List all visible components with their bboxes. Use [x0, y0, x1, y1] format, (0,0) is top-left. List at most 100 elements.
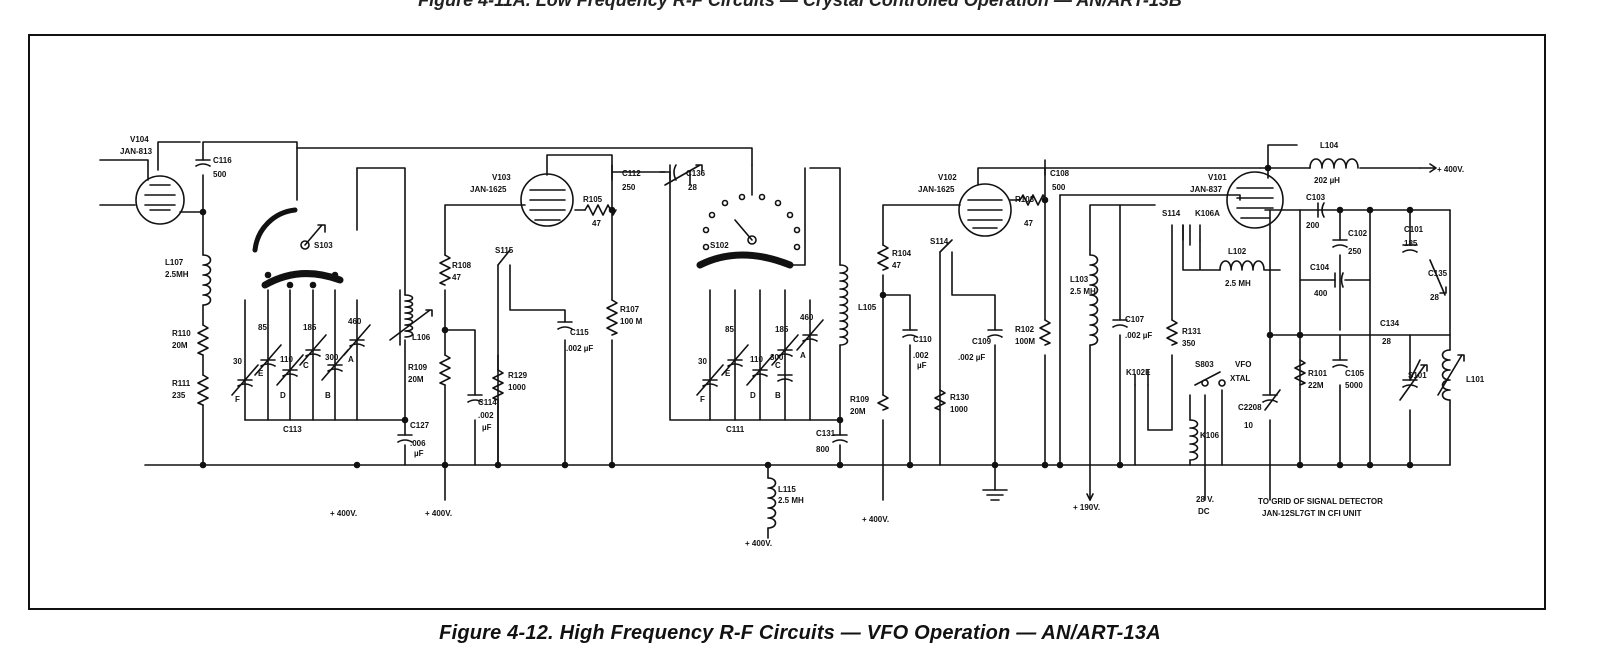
label-plus400-e: + 400V.: [1437, 165, 1464, 174]
label-r111: R111: [172, 379, 191, 388]
figure-caption: Figure 4-12. High Frequency R-F Circuits…: [439, 622, 1161, 644]
label-v102: V102: [938, 173, 957, 182]
label-r130-val: 1000: [950, 405, 968, 414]
label-l107-val: 2.5MH: [165, 270, 189, 279]
label-r129-val: 1000: [508, 383, 526, 392]
label-s103-a: A: [348, 355, 354, 364]
label-s103: S103: [314, 241, 333, 250]
label-s102: S102: [710, 241, 729, 250]
label-c127: C127: [410, 421, 430, 430]
label-r108: R108: [452, 261, 472, 270]
label-s103-85: 85: [258, 323, 267, 332]
label-c114: C114: [478, 398, 497, 407]
label-r107: R107: [620, 305, 640, 314]
label-v28: 28 V.: [1196, 495, 1214, 504]
label-l102-val: 2.5 MH: [1225, 279, 1251, 288]
label-s103-f: F: [235, 395, 240, 404]
label-c116-val: 500: [213, 170, 227, 179]
label-r103: R103: [1015, 195, 1035, 204]
label-c110-unit: µF: [917, 361, 927, 370]
label-c109: C109: [972, 337, 992, 346]
label-c101: C101: [1404, 225, 1424, 234]
label-s102-e: E: [725, 369, 731, 378]
label-r109-val: 20M: [408, 375, 424, 384]
label-l103-val: 2.5 MH: [1070, 287, 1096, 296]
label-c105: C105: [1345, 369, 1365, 378]
label-s102-300: 300: [770, 353, 784, 362]
label-r108-val: 47: [452, 273, 461, 282]
label-c134-val: 28: [1382, 337, 1391, 346]
label-s102-b: B: [775, 391, 781, 400]
label-plus400-d: + 400V.: [862, 515, 889, 524]
label-c131: C131: [816, 429, 836, 438]
label-s102-185: 185: [775, 325, 789, 334]
label-c103-val: 200: [1306, 221, 1320, 230]
label-l101: L101: [1466, 375, 1485, 384]
label-c108-val: 500: [1052, 183, 1066, 192]
label-s102-c: C: [775, 361, 781, 370]
label-c2208: C2208: [1238, 403, 1262, 412]
label-plus400-b: + 400V.: [425, 509, 452, 518]
arrows: [1086, 163, 1437, 501]
label-r101: R101: [1308, 369, 1328, 378]
capacitors: [195, 159, 1447, 443]
label-r102-val: 100M: [1015, 337, 1035, 346]
switch-s103: [252, 207, 344, 289]
label-s115: S115: [495, 246, 514, 255]
label-c113: C113: [283, 425, 302, 434]
label-r105-val: 47: [592, 219, 601, 228]
label-c109-val: .002 µF: [958, 353, 985, 362]
label-c2208-val: 10: [1244, 421, 1253, 430]
label-plus190: + 190V.: [1073, 503, 1100, 512]
label-r103-val: 47: [1024, 219, 1033, 228]
inductors: [202, 158, 1465, 529]
label-s102-a: A: [800, 351, 806, 360]
label-l104: L104: [1320, 141, 1339, 150]
label-l104-val: 202 µH: [1314, 176, 1340, 185]
label-s103-460: 460: [348, 317, 362, 326]
resistors: [197, 194, 1306, 411]
labels: V104 JAN-813 C116 500 L107 2.5MH R110 20…: [120, 135, 1485, 548]
top-caption: Figure 4-11A. Low Frequency R-F Circuits…: [418, 0, 1182, 10]
label-r109b: R109: [850, 395, 870, 404]
label-c114-val: .002: [478, 411, 494, 420]
label-c102: C102: [1348, 229, 1368, 238]
label-c112-val: 250: [622, 183, 636, 192]
label-c103: C103: [1306, 193, 1326, 202]
label-l115-val: 2.5 MH: [778, 496, 804, 505]
label-v103: V103: [492, 173, 511, 182]
tube-v101: [1226, 171, 1284, 229]
label-c136: C136: [686, 169, 706, 178]
schematic-frame: [28, 34, 1546, 610]
label-c131-val: 800: [816, 445, 830, 454]
label-s103-30: 30: [233, 357, 242, 366]
label-r131-val: 350: [1182, 339, 1196, 348]
label-plus400-a: + 400V.: [330, 509, 357, 518]
label-r109: R109: [408, 363, 428, 372]
label-k102e: K102E: [1126, 368, 1151, 377]
tube-v104: [135, 175, 185, 225]
label-s114b: S114: [1162, 209, 1181, 218]
label-v104-type: JAN-813: [120, 147, 153, 156]
label-r104-val: 47: [892, 261, 901, 270]
label-c108: C108: [1050, 169, 1070, 178]
label-c104: C104: [1310, 263, 1330, 272]
label-r105: R105: [583, 195, 603, 204]
label-s103-e: E: [258, 369, 264, 378]
label-l103: L103: [1070, 275, 1089, 284]
label-k106a: K106A: [1195, 209, 1220, 218]
label-s103-b: B: [325, 391, 331, 400]
label-r102: R102: [1015, 325, 1035, 334]
label-c134: C134: [1380, 319, 1400, 328]
label-c111: C111: [726, 425, 745, 434]
label-s103-185: 185: [303, 323, 317, 332]
label-r104: R104: [892, 249, 912, 258]
tube-v102: [958, 183, 1012, 237]
label-c102-val: 250: [1348, 247, 1362, 256]
contacts: [497, 224, 1421, 387]
label-c114-unit: µF: [482, 423, 492, 432]
wires: [99, 141, 1451, 539]
label-c104-val: 400: [1314, 289, 1328, 298]
label-v101: V101: [1208, 173, 1227, 182]
